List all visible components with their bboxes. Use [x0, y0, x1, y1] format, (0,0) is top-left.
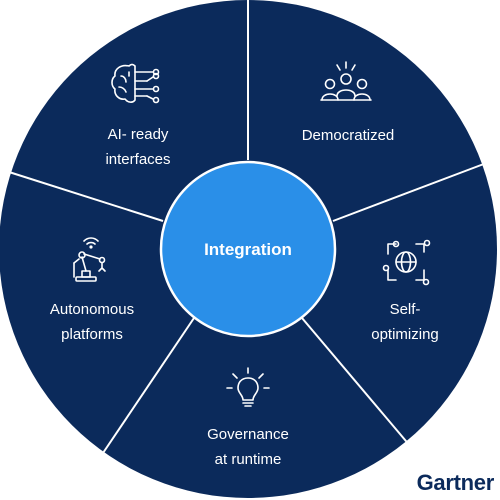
divider-right: [332, 158, 498, 222]
segment-label-line1: Autonomous: [50, 301, 134, 318]
divider-left: [8, 171, 164, 222]
segment-label-line1: AI- ready: [108, 126, 169, 143]
segment-self-optimizing: Self- optimizing: [371, 239, 439, 343]
divider-bottom-left: [102, 317, 195, 454]
globe-circuit-icon: [382, 239, 431, 286]
segment-label-line1: Self-: [390, 301, 421, 318]
segment-label-line1: Governance: [207, 426, 289, 443]
robot-arm-icon: [73, 237, 106, 282]
segment-label-line2: at runtime: [215, 451, 282, 468]
segment-autonomous: Autonomous platforms: [50, 237, 134, 343]
segment-dividers: [8, 0, 498, 454]
segment-democratized: Democratized: [302, 61, 395, 144]
lightbulb-icon: [226, 367, 270, 407]
center-label: Integration: [204, 240, 292, 259]
segment-label: Democratized: [302, 127, 395, 144]
segment-label-line2: optimizing: [371, 326, 439, 343]
segment-label-line2: platforms: [61, 326, 123, 343]
divider-bottom-right: [301, 317, 412, 448]
segment-label-line2: interfaces: [105, 151, 170, 168]
brain-circuit-icon: [111, 63, 160, 104]
segment-governance: Governance at runtime: [207, 367, 289, 468]
people-group-icon: [320, 61, 372, 101]
gartner-logo: Gartner: [416, 470, 495, 495]
segment-ai-ready: AI- ready interfaces: [105, 63, 171, 168]
center-circle: [159, 160, 337, 338]
